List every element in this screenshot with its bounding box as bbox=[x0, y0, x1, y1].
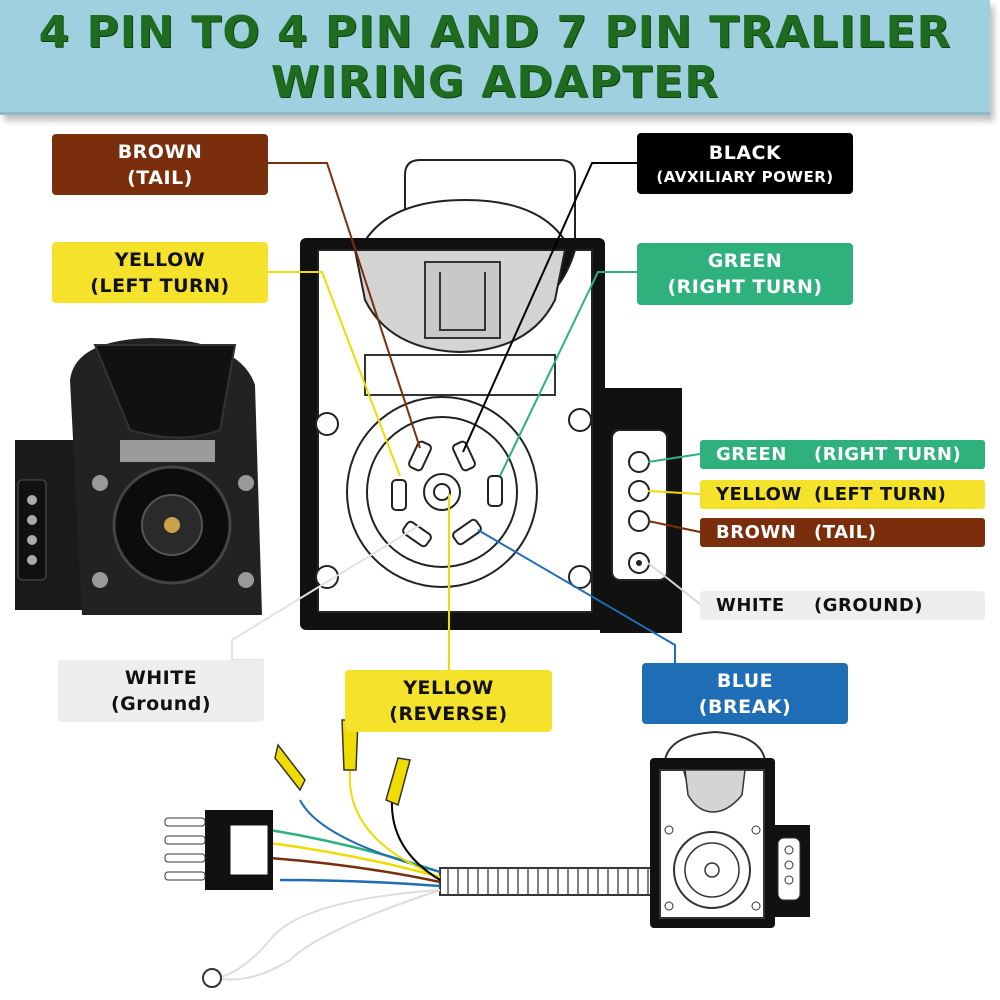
label-yellow-reverse: YELLOW (REVERSE) bbox=[345, 670, 552, 732]
label-yellow-left-color: YELLOW bbox=[114, 248, 206, 271]
title-banner: 4 PIN TO 4 PIN AND 7 PIN TRALILER WIRING… bbox=[0, 0, 990, 115]
title-line-2: WIRING ADAPTER bbox=[270, 57, 720, 108]
four-pin-row-brown-color: BROWN bbox=[716, 522, 797, 543]
label-black-aux-color: BLACK bbox=[708, 141, 782, 164]
label-yellow-reverse-function: (REVERSE) bbox=[389, 703, 508, 725]
label-yellow-reverse-color: YELLOW bbox=[403, 677, 494, 699]
label-brown-tail-color: BROWN bbox=[117, 140, 203, 163]
label-white-ground-color: WHITE bbox=[124, 667, 198, 689]
seven-pin-adapter-drawing bbox=[300, 159, 682, 633]
label-white-ground: WHITE (Ground) bbox=[58, 660, 264, 722]
label-blue-break-function: (BREAK) bbox=[698, 695, 792, 718]
four-pin-row-green-function: (RIGHT TURN) bbox=[814, 444, 962, 465]
four-pin-row-yellow: YELLOW (LEFT TURN) bbox=[700, 480, 985, 509]
label-green-right-function: (RIGHT TURN) bbox=[667, 276, 823, 298]
four-pin-row-white-function: (GROUND) bbox=[814, 595, 924, 616]
label-yellow-left-turn: YELLOW (LEFT TURN) bbox=[52, 242, 268, 303]
four-pin-row-white-color: WHITE bbox=[716, 595, 785, 616]
label-green-right-turn: GREEN (RIGHT TURN) bbox=[637, 243, 853, 305]
adapter-photo bbox=[15, 338, 262, 615]
label-green-right-color: GREEN bbox=[707, 250, 783, 272]
four-pin-row-white: WHITE (GROUND) bbox=[700, 591, 985, 620]
leader-lines bbox=[231, 162, 701, 670]
label-yellow-left-function: (LEFT TURN) bbox=[90, 274, 230, 297]
four-pin-row-brown: BROWN (TAIL) bbox=[700, 518, 985, 547]
title-line-1: 4 PIN TO 4 PIN AND 7 PIN TRALILER bbox=[38, 7, 952, 58]
label-blue-break: BLUE (BREAK) bbox=[642, 663, 848, 724]
label-brown-tail: BROWN (TAIL) bbox=[52, 134, 268, 195]
four-pin-row-yellow-function: (LEFT TURN) bbox=[814, 484, 947, 505]
four-pin-row-brown-function: (TAIL) bbox=[814, 522, 877, 543]
four-pin-row-green: GREEN (RIGHT TURN) bbox=[700, 440, 985, 469]
label-blue-break-color: BLUE bbox=[716, 669, 774, 692]
four-pin-row-green-color: GREEN bbox=[716, 444, 787, 465]
label-black-aux-power: BLACK (AVXILIARY POWER) bbox=[637, 133, 853, 194]
label-black-aux-function: (AVXILIARY POWER) bbox=[656, 167, 834, 186]
four-pin-row-yellow-color: YELLOW bbox=[716, 484, 802, 505]
wiring-harness-drawing bbox=[164, 719, 810, 988]
label-white-ground-function: (Ground) bbox=[110, 693, 212, 715]
label-brown-tail-function: (TAIL) bbox=[127, 166, 193, 189]
